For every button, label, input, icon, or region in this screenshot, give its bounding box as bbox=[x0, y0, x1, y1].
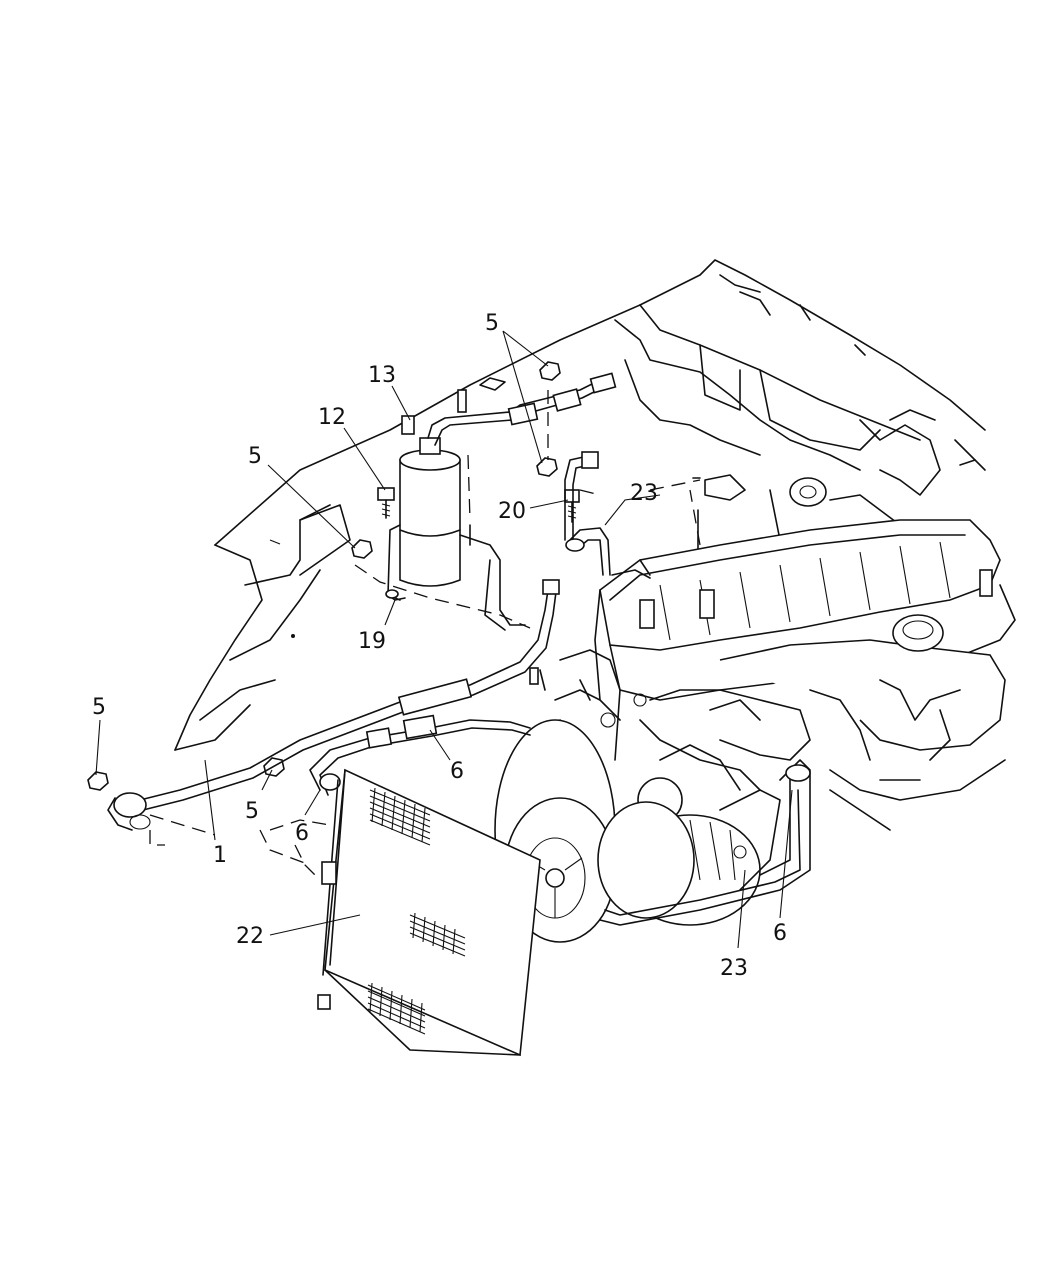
bolt-12 bbox=[377, 487, 395, 519]
callout-labels: 1 5 5 5 5 6 6 6 12 13 19 20 22 23 23 bbox=[92, 311, 787, 981]
ac-compressor bbox=[597, 789, 781, 926]
callout-20: 20 bbox=[498, 499, 526, 524]
phantom-lines bbox=[149, 390, 701, 881]
condenser-grid-2 bbox=[409, 912, 466, 957]
callout-13: 13 bbox=[368, 363, 396, 388]
callout-22: 22 bbox=[236, 924, 264, 949]
condenser bbox=[317, 768, 541, 1057]
callout-5-far-left: 5 bbox=[92, 695, 106, 720]
refrigerant-lines bbox=[107, 372, 811, 926]
callout-5-left: 5 bbox=[248, 444, 262, 469]
nut-5-far-left bbox=[87, 771, 109, 791]
condenser-grid-1 bbox=[369, 787, 431, 846]
callout-6-mid: 6 bbox=[450, 759, 464, 784]
callout-19: 19 bbox=[358, 629, 386, 654]
callout-1: 1 bbox=[213, 843, 227, 868]
nut-5-left bbox=[351, 539, 373, 559]
leader-lines bbox=[95, 330, 793, 949]
cowl-structure bbox=[614, 259, 986, 556]
bolt-20 bbox=[564, 489, 580, 523]
callout-6-right: 6 bbox=[773, 921, 787, 946]
nut-5-upper bbox=[539, 361, 561, 381]
nut-5-mid bbox=[536, 457, 558, 477]
callout-6-lower-left: 6 bbox=[295, 821, 309, 846]
callout-5-top: 5 bbox=[485, 311, 499, 336]
condenser-grid-3 bbox=[367, 982, 426, 1035]
engine-valve-cover bbox=[594, 519, 1016, 761]
callout-23-lower: 23 bbox=[720, 956, 748, 981]
callout-5-lower: 5 bbox=[245, 799, 259, 824]
receiver-drier bbox=[385, 415, 526, 631]
callout-12: 12 bbox=[318, 405, 346, 430]
callout-23-upper: 23 bbox=[630, 481, 658, 506]
intake-manifold bbox=[639, 614, 1006, 831]
